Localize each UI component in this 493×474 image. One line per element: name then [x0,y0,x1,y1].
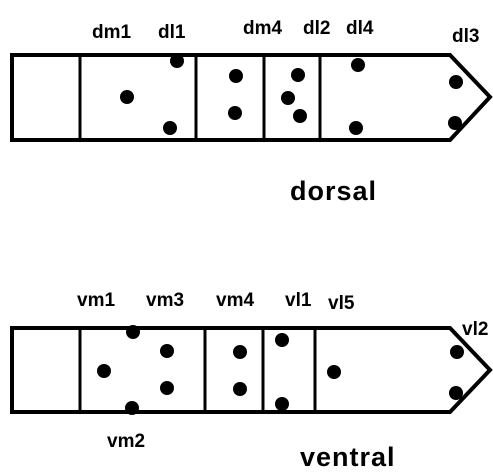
label-dl3: dl3 [452,26,479,47]
label-dm4: dm4 [243,18,283,39]
bristle-dot [126,325,140,339]
bristle-dot [170,54,184,68]
label-vl5: vl5 [328,293,355,314]
bristle-dot [293,109,307,123]
label-dl2: dl2 [303,18,330,39]
bristle-dot [160,344,174,358]
bristle-dot [120,90,134,104]
ventral-title: ventral [300,442,396,472]
bristle-dot [233,345,247,359]
label-vm1: vm1 [77,290,115,311]
label-vl2: vl2 [462,319,488,340]
ventral-body-outline [10,326,493,414]
bristle-dot [125,401,139,415]
dorsal-body-outline [10,53,493,142]
bristle-dot [349,121,363,135]
bristle-dot [233,382,247,396]
dorsal-diagram: dm1 dl1 dm4 dl2 dl4 dl3 dorsal [10,18,493,206]
bristle-dot [448,116,462,130]
bristle-dot [275,333,289,347]
ventral-diagram: vm1 vm3 vm4 vl1 vl5 vl2 vm2 ventral [10,290,493,472]
bristle-dot [449,75,463,89]
bristle-dot [97,364,111,378]
label-vm2: vm2 [107,431,145,452]
bristle-dot [228,106,242,120]
bristle-dot [449,386,463,400]
bristle-dot [351,58,365,72]
bristle-dot [229,69,243,83]
dorsal-title: dorsal [290,176,377,206]
label-vl1: vl1 [285,290,312,311]
bristle-dot [160,381,174,395]
bristle-dot [327,365,341,379]
bristle-dot [275,397,289,411]
label-dl4: dl4 [346,18,374,39]
label-dm1: dm1 [92,22,132,43]
bristle-dot [450,345,464,359]
bristle-dot [281,91,295,105]
label-vm3: vm3 [146,290,184,311]
label-dl1: dl1 [158,22,186,43]
bristle-dot [291,68,305,82]
bristle-dot [163,121,177,135]
label-vm4: vm4 [216,290,254,311]
